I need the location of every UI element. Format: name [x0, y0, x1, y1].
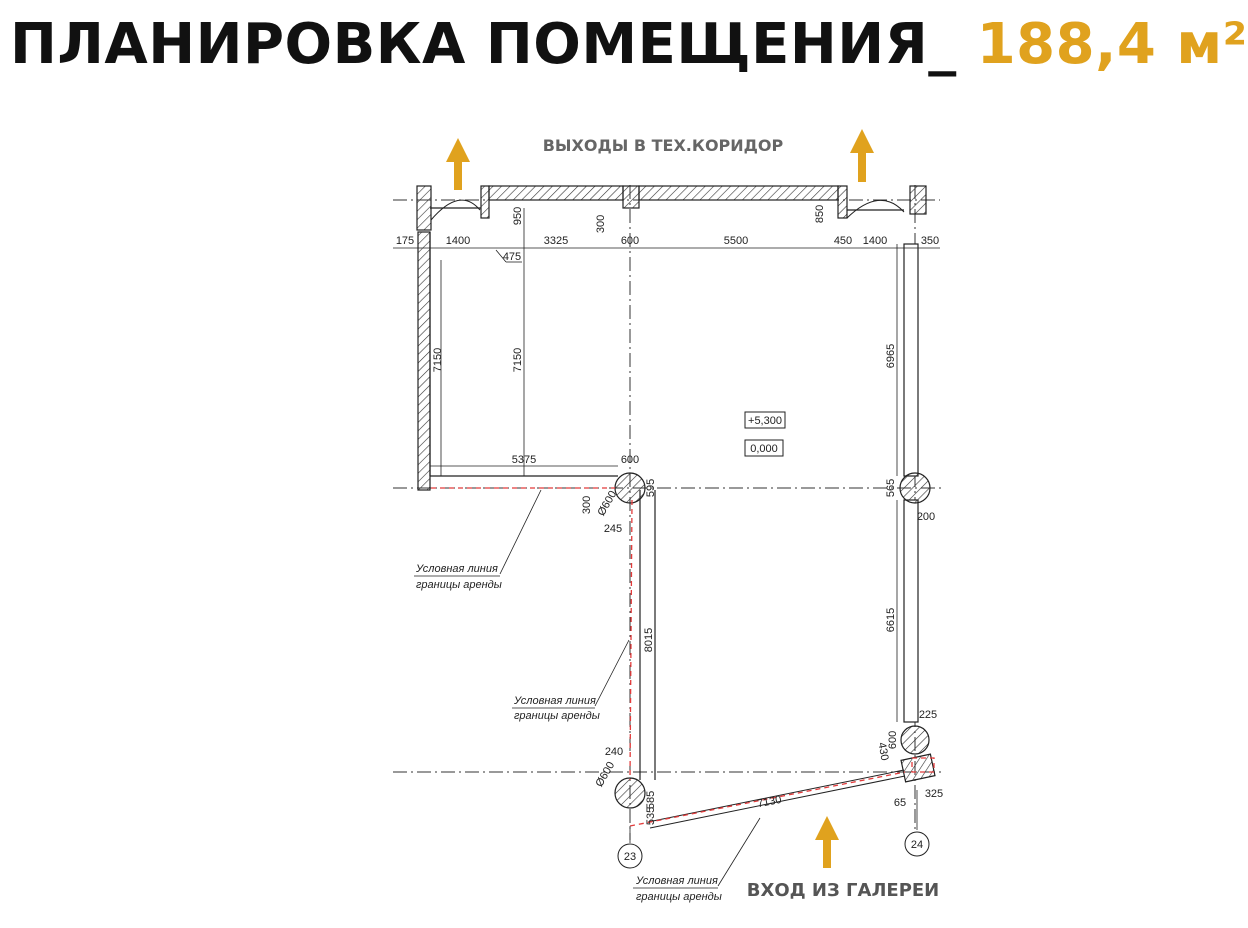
- dim-565: 565: [885, 479, 897, 497]
- area-value: 188,4 м²: [976, 12, 1248, 77]
- rent-note-2-line-2: границы аренды: [514, 710, 600, 722]
- dim-245: 245: [604, 523, 622, 535]
- dim-475: 475: [503, 251, 521, 263]
- dim-325: 325: [925, 788, 943, 800]
- doors: [430, 199, 905, 221]
- dim-600-mid: 600: [621, 454, 639, 466]
- dim-1400-left: 1400: [446, 235, 470, 247]
- dim-65: 65: [894, 797, 906, 809]
- dim-right-upper: 6965: [885, 344, 897, 368]
- exit-arrow-right: [850, 129, 874, 182]
- dim-950: 950: [512, 207, 524, 225]
- dim-350: 350: [921, 235, 939, 247]
- dim-600-right: 600: [887, 731, 899, 749]
- dim-585: 585: [645, 791, 657, 809]
- dim-595: 595: [645, 479, 657, 497]
- dim-200: 200: [917, 511, 935, 523]
- exits-label: ВЫХОДЫ В ТЕХ.КОРИДОР: [543, 136, 784, 155]
- dim-430: 430: [875, 741, 890, 761]
- entrance-label: ВХОД ИЗ ГАЛЕРЕИ: [747, 880, 940, 901]
- dim-1400-right: 1400: [863, 235, 887, 247]
- page-title: ПЛАНИРОВКА ПОМЕЩЕНИЯ_ 188,4 м²: [10, 12, 1248, 77]
- dim-right-lower: 6615: [885, 608, 897, 632]
- dim-left-height: 7150: [432, 348, 444, 372]
- axis-marker-24: [904, 831, 930, 857]
- dimension-lines: [393, 208, 940, 889]
- dim-850: 850: [814, 205, 826, 223]
- level-box-top: [744, 411, 786, 429]
- axis-23: 23: [624, 851, 636, 863]
- dim-175: 175: [396, 235, 414, 247]
- dim-5500: 5500: [724, 235, 748, 247]
- dim-7130: 7130: [756, 794, 782, 810]
- axis-24: 24: [911, 839, 923, 851]
- level-bottom: 0,000: [750, 443, 778, 455]
- dim-225: 225: [919, 709, 937, 721]
- floor-plan: ВЫХОДЫ В ТЕХ.КОРИДОР: [393, 129, 945, 903]
- dim-d600-a: Ø600: [595, 489, 619, 518]
- dim-535: 535: [645, 807, 657, 825]
- dim-3325: 3325: [544, 235, 568, 247]
- dim-inner-height: 7150: [512, 348, 524, 372]
- dim-5375: 5375: [512, 454, 536, 466]
- rent-note-3-line-2: границы аренды: [636, 891, 722, 903]
- level-top: +5,300: [748, 415, 782, 427]
- title-text: ПЛАНИРОВКА ПОМЕЩЕНИЯ_: [10, 12, 957, 77]
- rent-boundary: [431, 487, 935, 827]
- rent-note-3-line-1: Условная линия: [635, 875, 718, 887]
- entrance-arrow: [815, 816, 839, 868]
- rent-note-1-line-2: границы аренды: [416, 579, 502, 591]
- axis-marker-23: [617, 843, 643, 869]
- level-box-bottom: [744, 439, 784, 457]
- dim-450: 450: [834, 235, 852, 247]
- columns: [614, 472, 936, 809]
- dim-300-top: 300: [595, 215, 607, 233]
- rent-note-1-line-1: Условная линия: [415, 563, 498, 575]
- dim-300-mid: 300: [581, 496, 593, 514]
- bottom-wall: [647, 769, 906, 829]
- dim-240: 240: [605, 746, 623, 758]
- grid-axes: [393, 185, 945, 840]
- dim-600-top: 600: [621, 235, 639, 247]
- rent-note-2-line-1: Условная линия: [513, 695, 596, 707]
- walls: [416, 185, 927, 780]
- dim-d600-b: Ø600: [593, 760, 617, 789]
- dim-left-lower: 8015: [643, 628, 655, 652]
- exit-arrow-left: [446, 138, 470, 190]
